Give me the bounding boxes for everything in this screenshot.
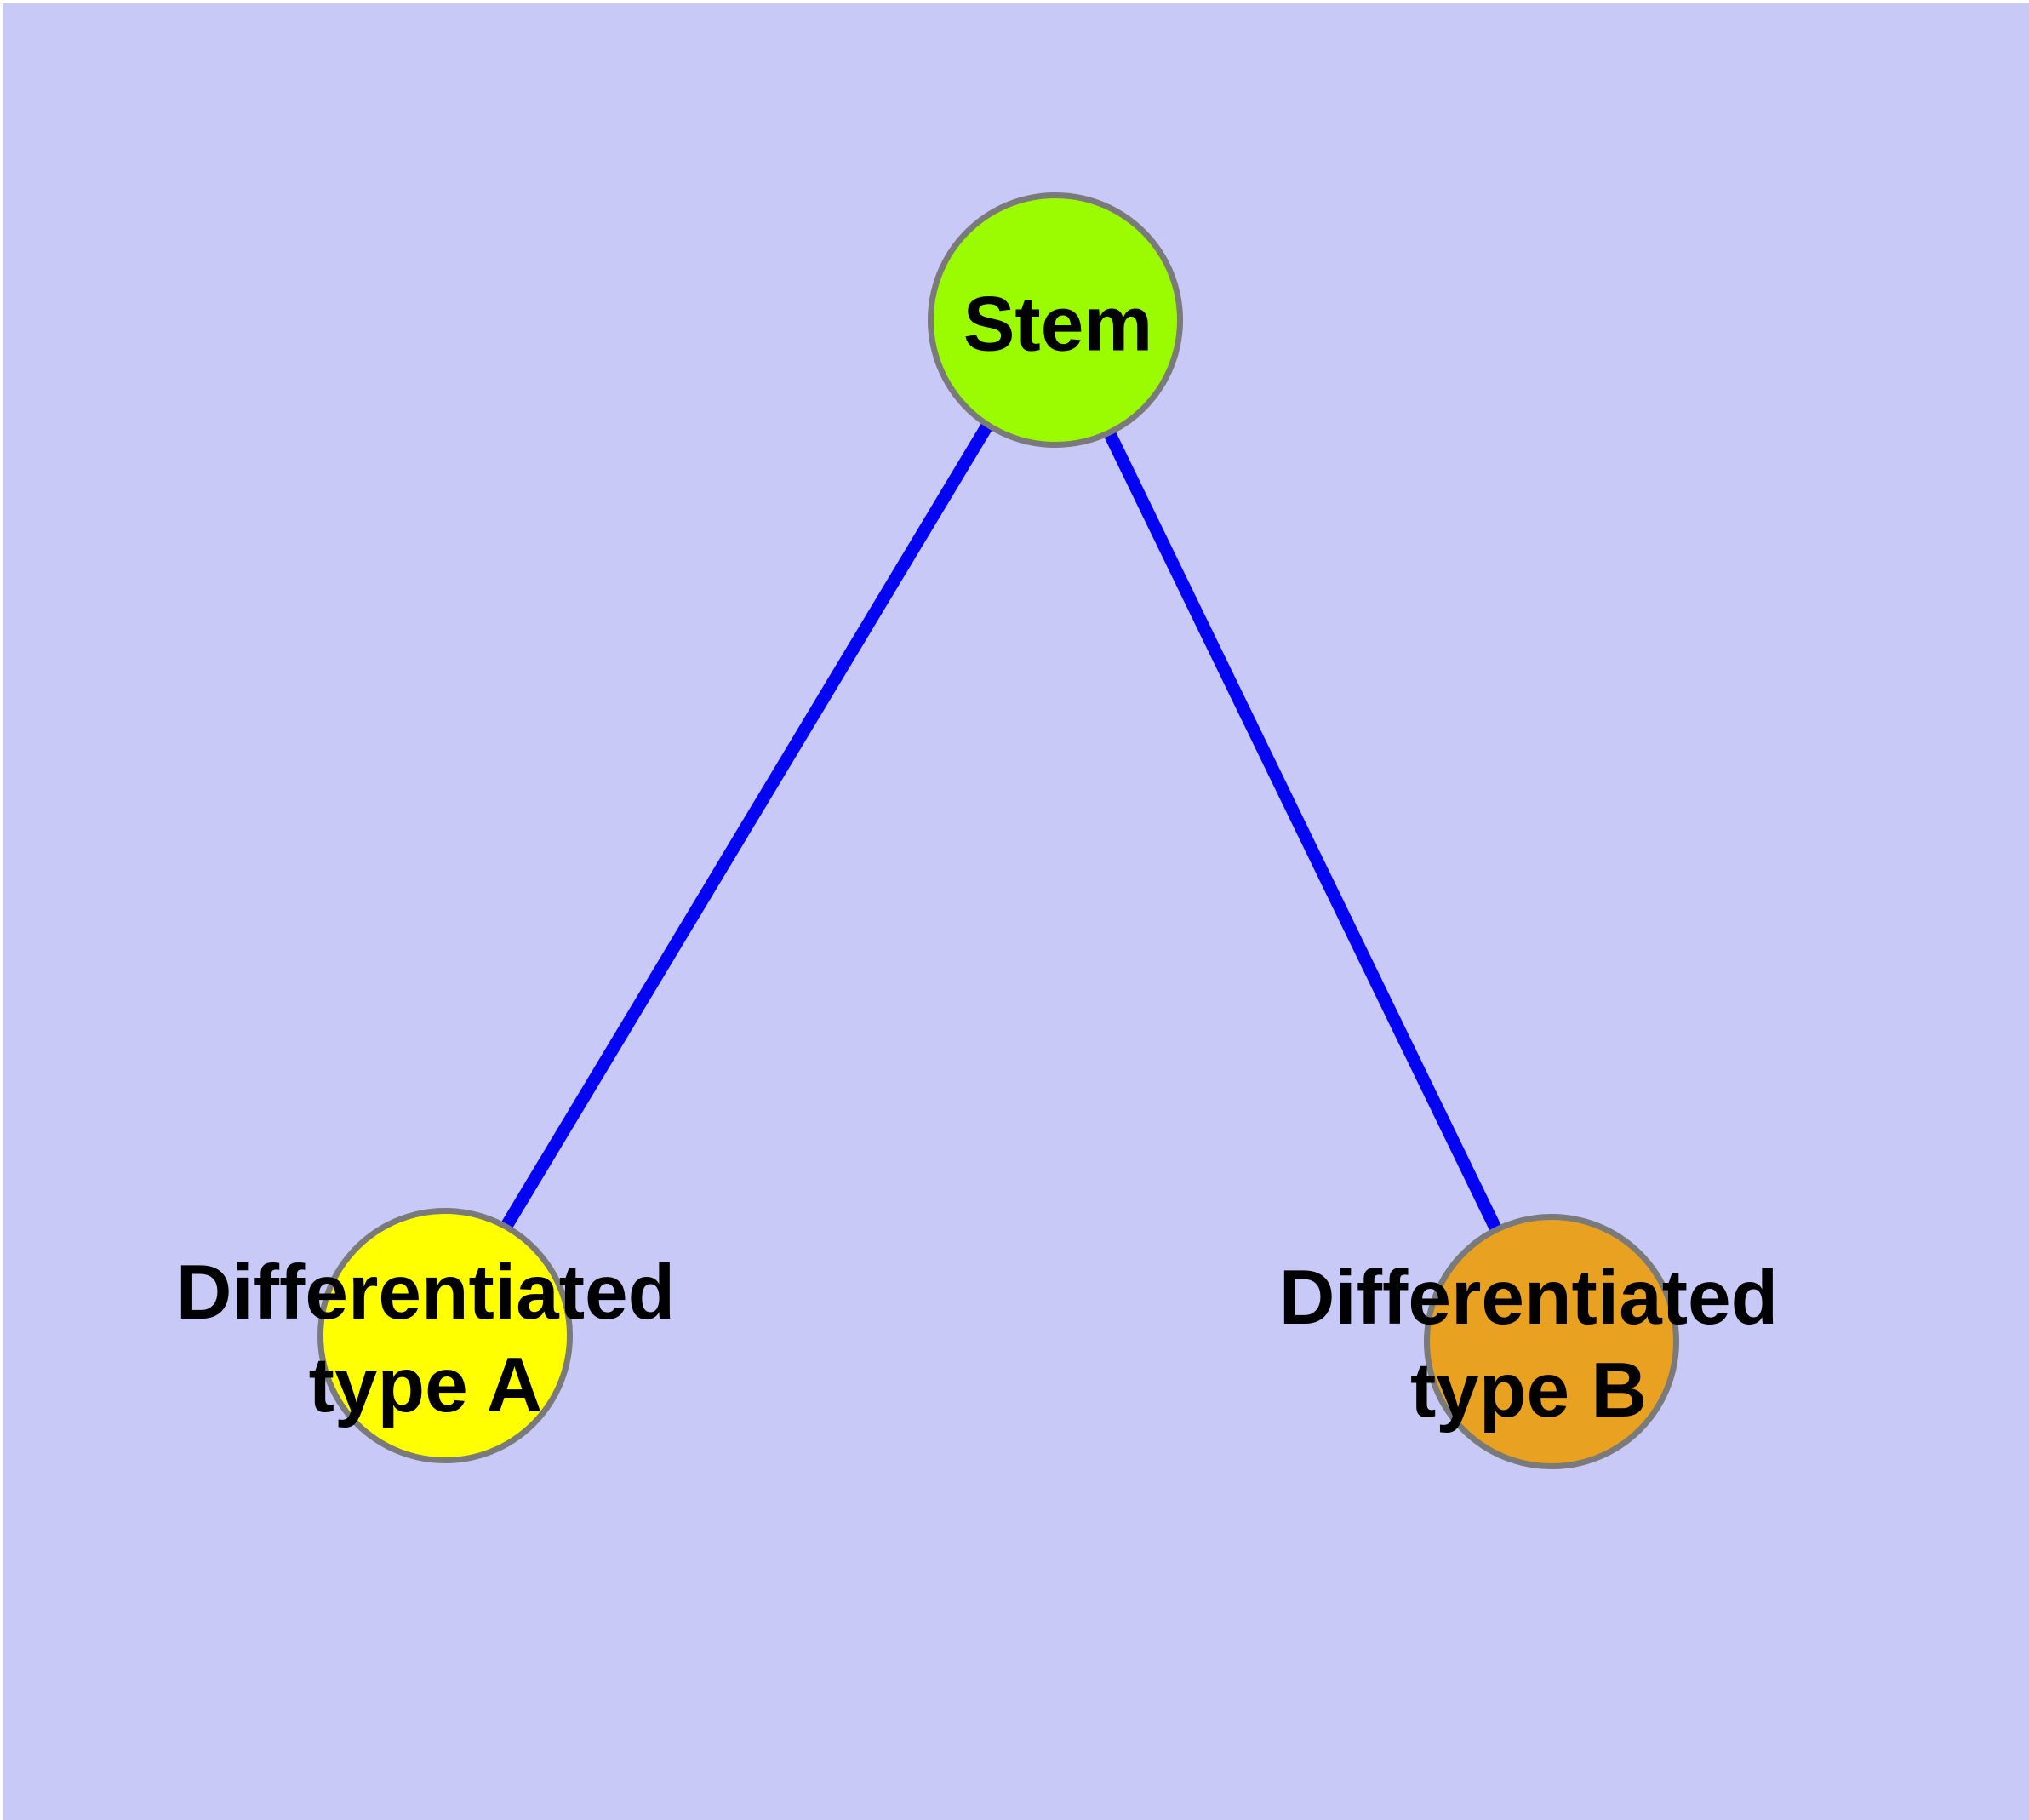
node-stem-circle [928,192,1183,448]
node-type-a-circle [317,1208,573,1463]
node-type-b-circle [1424,1214,1679,1469]
node-stem-label: Stem [963,281,1153,368]
edges-layer [437,313,1555,1342]
edge-stem-to-type-b [1047,313,1555,1342]
node-type-a-label: Differentiated type A [175,1249,676,1428]
node-type-b-label: Differentiated type B [1278,1254,1779,1434]
graph-canvas: Stem Differentiated type A Differentiate… [3,3,2029,1820]
edge-stem-to-type-a [437,313,1059,1336]
